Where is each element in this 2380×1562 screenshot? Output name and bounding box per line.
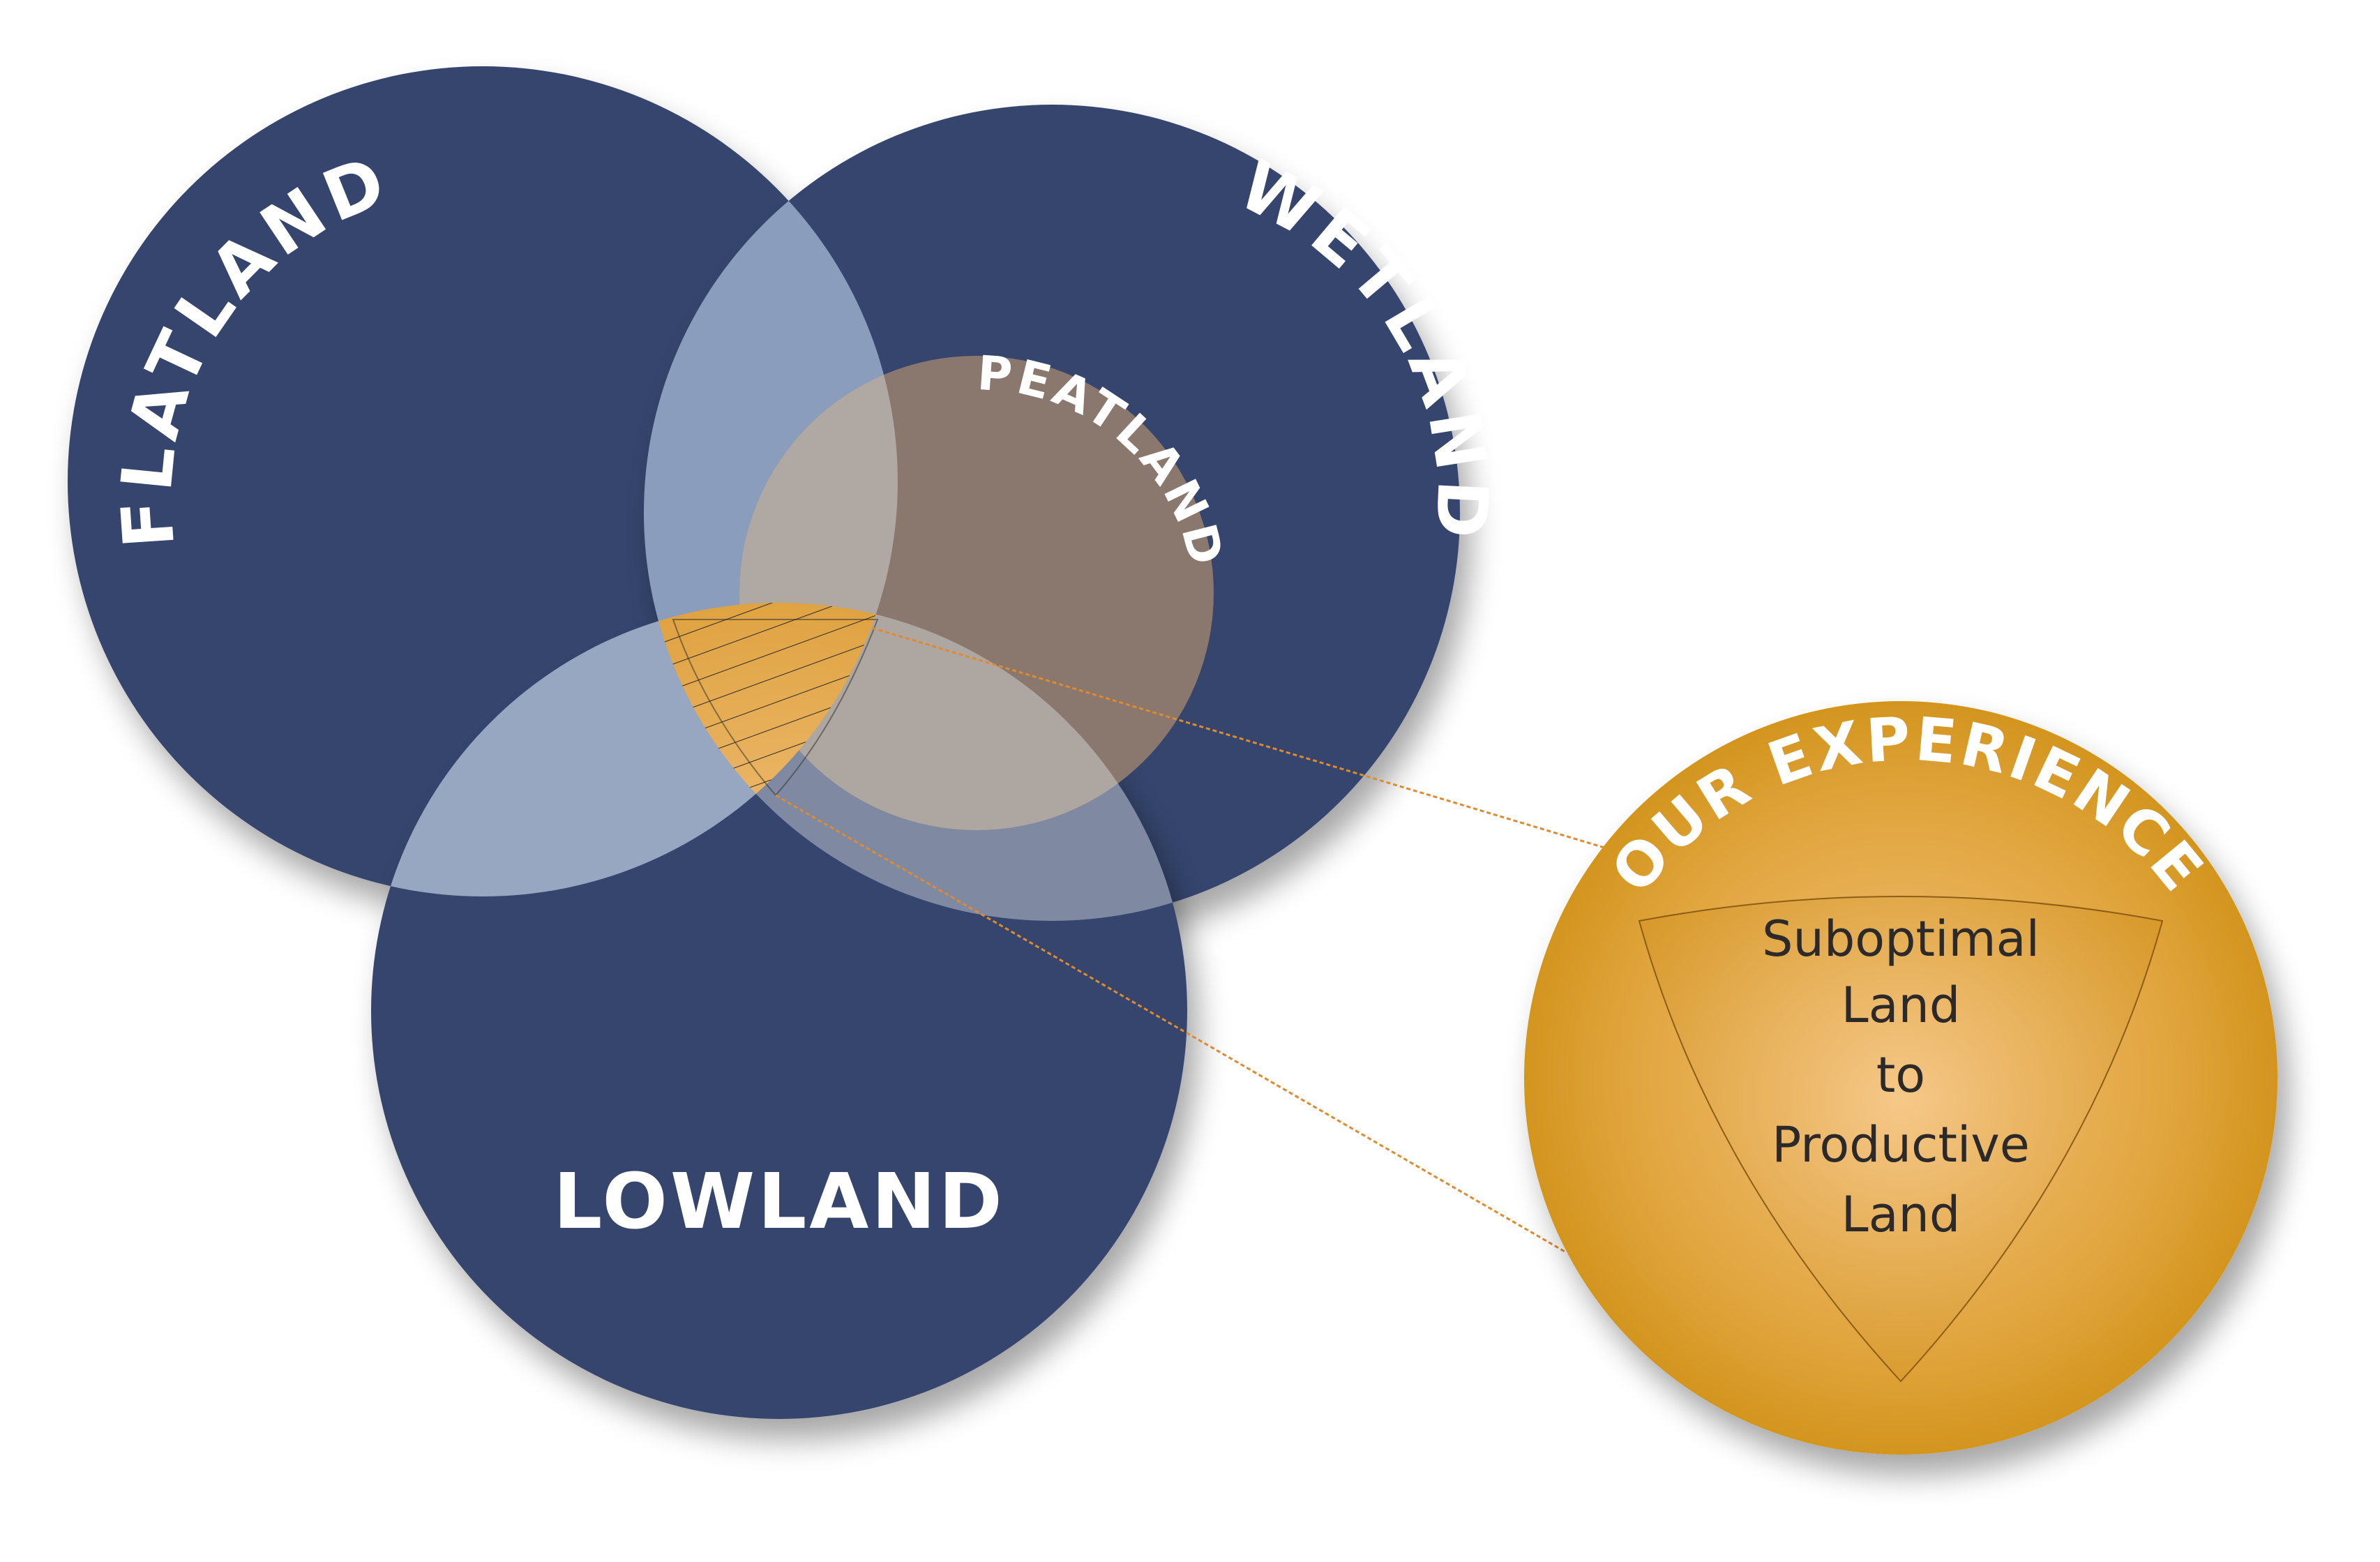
experience-line-3: to [1876,1046,1925,1104]
connector-line-bottom [775,794,1567,1254]
experience-line-1: Suboptimal [1762,910,2040,968]
experience-line-5: Land [1842,1186,1961,1243]
lowland-label: LOWLAND [553,1157,1005,1246]
connector-line-top [871,626,1605,849]
experience-line-2: Land [1842,977,1961,1034]
experience-callout: OUR EXPERIENCE Suboptimal Land to Produc… [1524,701,2277,1455]
experience-wedge [1638,896,2164,1383]
experience-line-4: Productive [1772,1116,2030,1173]
flatland-lowland-overlap [371,603,898,896]
